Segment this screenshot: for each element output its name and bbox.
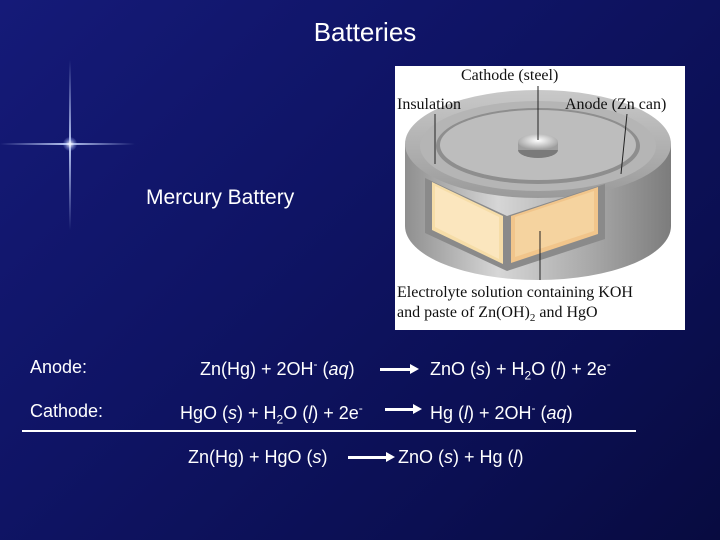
paste-core-left [435, 186, 499, 259]
anode-reactants: Zn(Hg) + 2OH- (aq) [200, 357, 355, 379]
cathode-terminal-cap [518, 134, 558, 150]
cathode-reaction-arrow [385, 404, 422, 414]
paste-core-right [515, 191, 594, 257]
slide-title: Batteries [313, 17, 417, 47]
cathode-label: Cathode (steel) [461, 67, 559, 84]
cathode-label: Cathode: [30, 401, 104, 421]
sum-divider-line [22, 430, 636, 432]
overall-reactants: Zn(Hg) + HgO (s) [188, 447, 328, 467]
anode-reaction-arrow [380, 364, 419, 374]
anode-label: Anode: [30, 357, 88, 377]
battery-cutaway-illustration [405, 86, 671, 280]
electrolyte-label-line1: Electrolyte solution containing KOH [397, 284, 633, 301]
anode-products: ZnO (s) + H2O (l) + 2e- [430, 357, 611, 383]
cathode-products: Hg (l) + 2OH- (aq) [430, 401, 573, 423]
cathode-reactants: HgO (s) + H2O (l) + 2e- [180, 401, 363, 427]
anode-leader-line [620, 113, 628, 175]
electrolyte-label-line2: and paste of Zn(OH)2 and HgO [397, 304, 598, 325]
insulation-label: Insulation [397, 96, 461, 113]
overall-reaction-arrow [348, 452, 395, 462]
anode-label: Anode (Zn can) [565, 96, 667, 113]
slide-subtitle: Mercury Battery [146, 186, 295, 209]
sparkle-star [63, 137, 77, 151]
overall-products: ZnO (s) + Hg (l) [398, 447, 524, 467]
mercury-battery-cutaway-figure: Cathode (steel) Insulation Anode (Zn can… [395, 66, 685, 330]
